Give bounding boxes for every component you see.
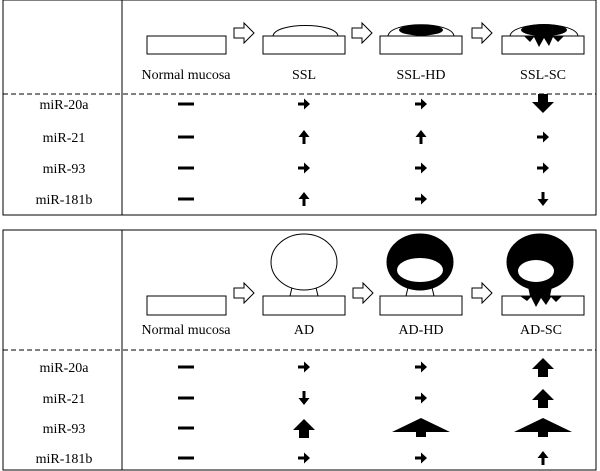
mirna-label: miR-21 (43, 131, 86, 146)
stage-label: Normal mucosa (141, 323, 231, 338)
panel-ssl: Normal mucosa SSL SSL-HD SSL-SC miR-20a … (2, 0, 597, 216)
expression-down-icon (298, 391, 310, 405)
expression-right-icon (298, 361, 310, 373)
expression-right-icon (537, 162, 549, 174)
expression-right-icon (415, 162, 427, 174)
panel-ad: Normal mucosa AD AD-HD AD-SC miR-20a miR… (2, 229, 597, 471)
progression-arrow (471, 21, 493, 45)
stage-label: Normal mucosa (141, 68, 231, 83)
ad-sc-lesion (501, 233, 585, 316)
mirna-label: miR-93 (43, 162, 86, 177)
expression-none-icon (178, 135, 194, 139)
expression-none-icon (178, 396, 194, 400)
mirna-label: miR-20a (40, 98, 90, 113)
expression-down-icon (537, 192, 549, 206)
expression-right-icon (298, 98, 310, 110)
expression-up-large-icon (532, 358, 554, 377)
expression-right-icon (415, 452, 427, 464)
expression-none-icon (178, 426, 194, 430)
expression-right-icon (415, 392, 427, 404)
ad-hd-lesion (379, 233, 463, 316)
mirna-label: miR-181b (36, 452, 93, 467)
expression-up-icon (298, 130, 310, 144)
stage-label: AD (294, 323, 314, 338)
mirna-label: miR-21 (43, 392, 86, 407)
stage-label: AD-SC (520, 323, 562, 338)
progression-arrow (352, 281, 374, 305)
expression-right-icon (298, 452, 310, 464)
expression-up-icon (298, 192, 310, 206)
expression-up-wide-icon (514, 418, 572, 437)
stage-label: SSL-HD (396, 68, 445, 83)
expression-none-icon (178, 166, 194, 170)
expression-right-icon (415, 361, 427, 373)
expression-right-icon (415, 98, 427, 110)
expression-grid (178, 358, 572, 465)
mirna-label: miR-181b (36, 193, 93, 208)
expression-up-icon (537, 451, 549, 465)
stage-label: SSL-SC (520, 68, 566, 83)
progression-arrow (471, 281, 493, 305)
panel-border (2, 0, 597, 216)
expression-right-icon (298, 162, 310, 174)
ssl-hd-lesion (379, 24, 463, 55)
expression-down-large-icon (532, 94, 554, 113)
expression-none-icon (178, 456, 194, 460)
normal-mucosa-tissue (146, 295, 227, 316)
ssl-lesion (262, 25, 346, 55)
expression-none-icon (178, 102, 194, 106)
progression-arrow (351, 21, 373, 45)
normal-mucosa-tissue (146, 35, 227, 55)
progression-arrow (233, 21, 255, 45)
expression-right-icon (415, 193, 427, 205)
expression-none-icon (178, 197, 194, 201)
expression-up-icon (415, 130, 427, 144)
stage-label: AD-HD (398, 323, 443, 338)
expression-grid (178, 94, 554, 206)
mirna-label: miR-93 (43, 422, 86, 437)
expression-right-icon (537, 131, 549, 143)
expression-up-large-icon (293, 419, 315, 438)
expression-up-large-icon (532, 389, 554, 408)
ssl-sc-lesion (501, 24, 585, 55)
ad-lesion (262, 233, 346, 316)
progression-arrow (233, 281, 255, 305)
expression-none-icon (178, 365, 194, 369)
stage-label: SSL (292, 68, 316, 83)
mirna-label: miR-20a (40, 361, 90, 376)
expression-up-wide-icon (392, 418, 450, 437)
